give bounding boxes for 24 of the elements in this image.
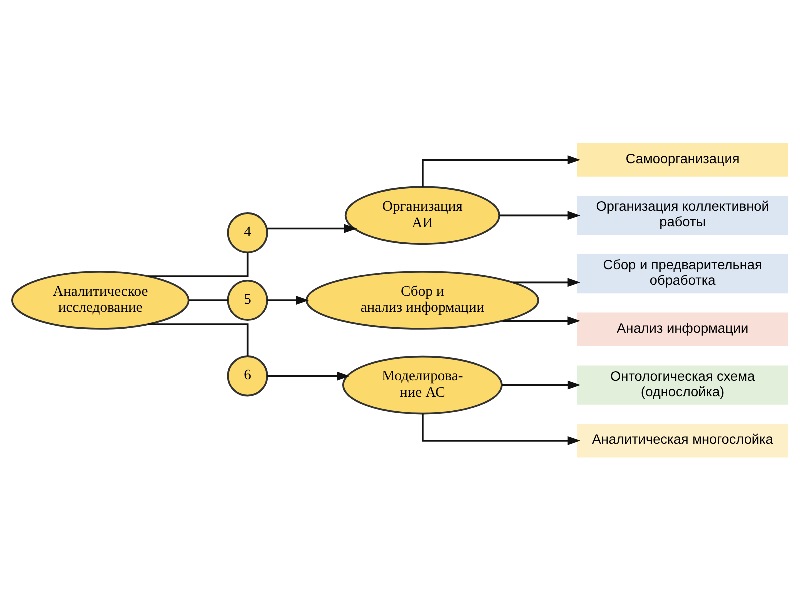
node-circle: 5 — [227, 279, 268, 321]
arrow — [422, 155, 581, 187]
node-box: Аналитическая многослойка — [578, 424, 788, 458]
node-circle: 6 — [227, 355, 268, 396]
connector — [148, 252, 249, 277]
node-ellipse: Аналитическое исследование — [11, 270, 190, 330]
node-circle: 4 — [227, 212, 268, 254]
node-box: Самоорганизация — [578, 142, 788, 176]
node-ellipse: Моделирова- ние АС — [342, 355, 503, 414]
arrow — [268, 296, 310, 304]
node-box: Сбор и предварительная обработка — [578, 254, 788, 294]
arrow — [500, 210, 581, 220]
node-ellipse: Сбор и анализ информации — [306, 270, 540, 330]
node-box: Организация коллективной работы — [578, 196, 788, 235]
connector — [148, 323, 249, 356]
arrow — [268, 371, 350, 380]
node-box: Анализ информации — [578, 312, 788, 346]
arrow — [422, 413, 581, 445]
connector — [189, 299, 228, 301]
arrow — [502, 380, 581, 390]
arrow — [267, 224, 358, 233]
node-box: Онтологическая схема (однослойка) — [578, 365, 788, 404]
arrow — [502, 316, 581, 326]
arrow — [513, 278, 581, 287]
